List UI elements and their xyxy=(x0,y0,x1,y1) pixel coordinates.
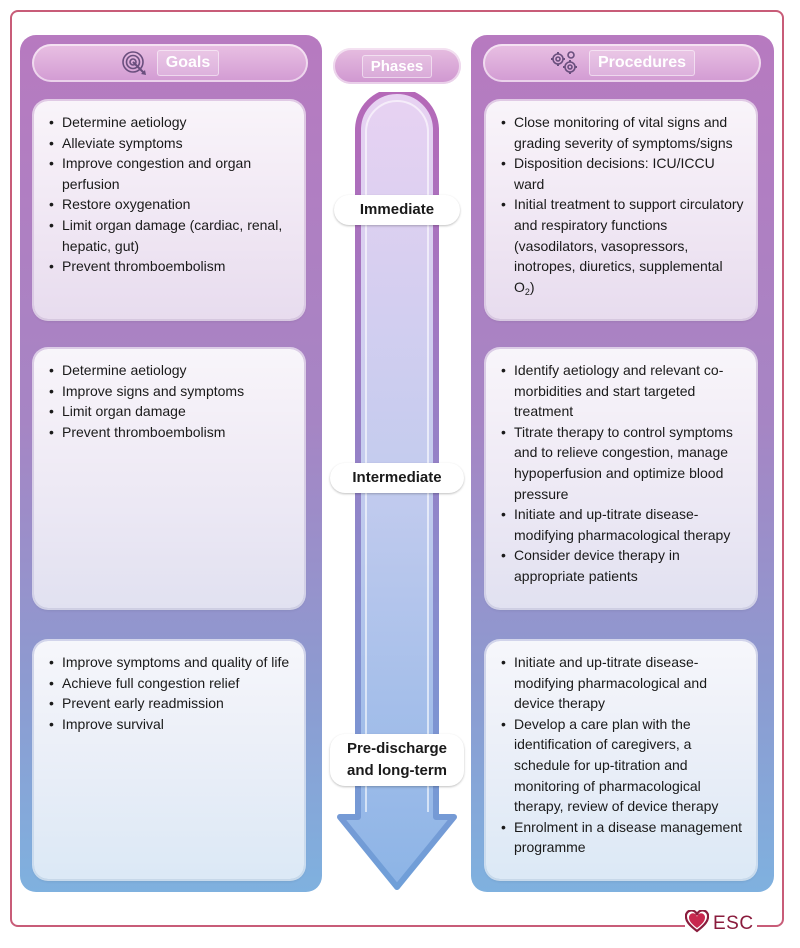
goals-title: Goals xyxy=(156,50,220,76)
list-item: Improve symptoms and quality of life xyxy=(44,652,294,673)
goals-card-intermediate: Determine aetiology Improve signs and sy… xyxy=(34,349,304,608)
list-item: Achieve full congestion relief xyxy=(44,673,294,694)
procedures-card-pre-discharge: Initiate and up-titrate disease-modifyin… xyxy=(486,641,756,879)
phase-pre-discharge: Pre-discharge and long-term xyxy=(330,734,464,786)
list-item: Limit organ damage xyxy=(44,401,294,422)
esc-logo-text: ESC xyxy=(713,913,754,934)
phases-header: Phases xyxy=(333,48,461,84)
list-item: Alleviate symptoms xyxy=(44,133,294,154)
list-item: Improve survival xyxy=(44,714,294,735)
goals-card-immediate: Determine aetiology Alleviate symptoms I… xyxy=(34,101,304,319)
list-item: Prevent early readmission xyxy=(44,693,294,714)
list-item: Determine aetiology xyxy=(44,360,294,381)
list-item: Initiate and up-titrate disease-modifyin… xyxy=(496,652,746,714)
procedures-title: Procedures xyxy=(588,50,696,76)
list-item: Improve congestion and organ perfusion xyxy=(44,153,294,194)
list-item: Disposition decisions: ICU/ICCU ward xyxy=(496,153,746,194)
list-item: Consider device therapy in appropriate p… xyxy=(496,545,746,586)
list-item: Identify aetiology and relevant co-morbi… xyxy=(496,360,746,422)
outer-frame xyxy=(10,10,784,927)
list-item: Develop a care plan with the identificat… xyxy=(496,714,746,817)
list-item: Initial treatment to support circulatory… xyxy=(496,194,746,302)
list-item: Determine aetiology xyxy=(44,112,294,133)
list-item: Prevent thromboembolism xyxy=(44,256,294,277)
gears-icon xyxy=(549,50,579,76)
list-item: Improve signs and symptoms xyxy=(44,381,294,402)
list-item: Prevent thromboembolism xyxy=(44,422,294,443)
phases-title: Phases xyxy=(361,54,433,78)
list-item: Initiate and up-titrate disease-modifyin… xyxy=(496,504,746,545)
esc-logo: ESC xyxy=(684,908,757,939)
procedures-card-intermediate: Identify aetiology and relevant co-morbi… xyxy=(486,349,756,608)
goals-header: Goals xyxy=(32,44,308,82)
list-item: Titrate therapy to control symptoms and … xyxy=(496,422,746,504)
list-item: Close monitoring of vital signs and grad… xyxy=(496,112,746,153)
goals-card-pre-discharge: Improve symptoms and quality of life Ach… xyxy=(34,641,304,879)
procedures-header: Procedures xyxy=(483,44,761,82)
target-icon xyxy=(121,50,147,76)
list-item: Enrolment in a disease management progra… xyxy=(496,817,746,858)
list-item: Restore oxygenation xyxy=(44,194,294,215)
list-item: Limit organ damage (cardiac, renal, hepa… xyxy=(44,215,294,256)
heart-icon xyxy=(684,908,710,939)
phase-intermediate: Intermediate xyxy=(330,463,464,493)
phase-immediate: Immediate xyxy=(334,195,460,225)
procedures-card-immediate: Close monitoring of vital signs and grad… xyxy=(486,101,756,319)
